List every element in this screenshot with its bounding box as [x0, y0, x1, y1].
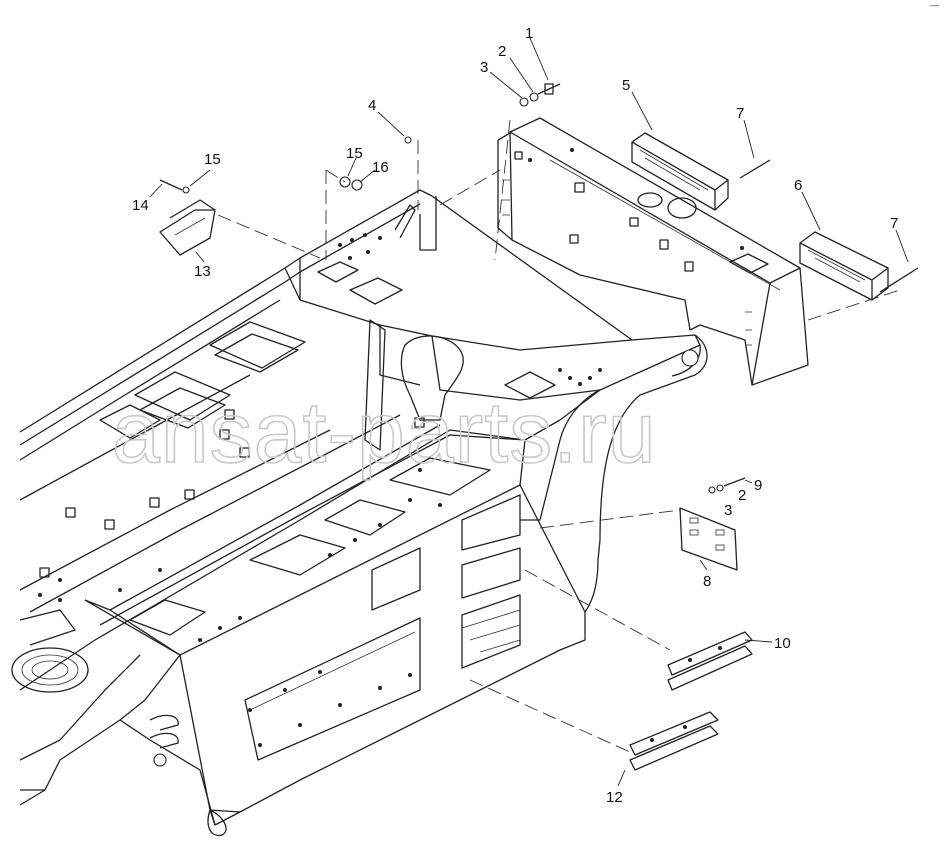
callout-13: 13: [194, 263, 211, 280]
callout-8: 8: [703, 573, 711, 590]
assembly-lines: [217, 119, 901, 753]
bolt-7b: [879, 267, 919, 293]
callout-1: 1: [525, 25, 533, 42]
callout-15b: 15: [346, 145, 363, 162]
callout-9: 9: [754, 477, 762, 494]
callout-10: 10: [774, 635, 791, 652]
callout-15a: 15: [204, 151, 221, 168]
strip-10: [667, 631, 753, 691]
plate-8: [679, 477, 746, 571]
main-frame: [11, 189, 708, 837]
bracket-13: [159, 179, 216, 256]
upper-cover-panel: [497, 117, 809, 386]
watermark-text: ansat-parts.ru: [112, 385, 657, 481]
corner-mark: —: [930, 0, 939, 10]
callout-6: 6: [794, 177, 802, 194]
callout-7b: 7: [890, 215, 898, 232]
callout-16: 16: [372, 159, 389, 176]
callout-7a: 7: [736, 105, 744, 122]
bolt-washer-set-top: [519, 83, 561, 107]
callout-12: 12: [606, 789, 623, 806]
strip-12: [629, 711, 719, 771]
leader-lines: [149, 37, 909, 787]
callout-5: 5: [622, 77, 630, 94]
callout-labels: 1 2 3 4 5 6 7 7 8 9 2 3 10 12 13 14 15 1…: [132, 25, 898, 806]
bolt-7a: [739, 159, 771, 179]
part-6-housing: [799, 231, 889, 301]
callout-14: 14: [132, 197, 149, 214]
callout-2: 2: [498, 43, 506, 60]
callout-4: 4: [368, 97, 376, 114]
callout-3b: 3: [724, 502, 732, 519]
callout-2b: 2: [738, 487, 746, 504]
callout-3: 3: [480, 59, 488, 76]
part-5-housing: [631, 132, 729, 211]
